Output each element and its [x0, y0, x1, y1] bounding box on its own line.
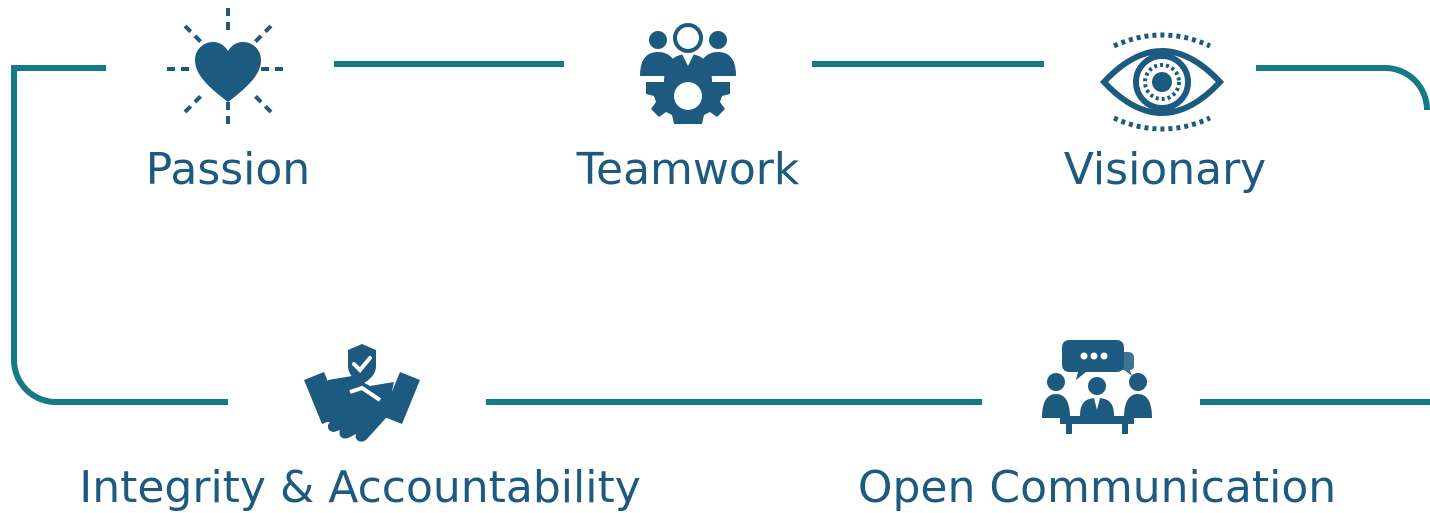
handshake-shield-icon: [304, 344, 420, 442]
connector-left-loop: [11, 65, 228, 405]
heart-icon: [167, 8, 289, 130]
value-label: Visionary: [1063, 144, 1267, 195]
value-label: Teamwork: [576, 144, 800, 195]
connector-visionary-right: [1256, 65, 1430, 111]
team-gear-icon: [640, 23, 736, 124]
value-label: Open Communication: [857, 462, 1337, 513]
meeting-chat-icon: [1042, 340, 1152, 434]
value-label: Passion: [145, 144, 311, 195]
eye-icon: [1100, 32, 1224, 132]
value-label: Integrity & Accountability: [79, 462, 641, 513]
